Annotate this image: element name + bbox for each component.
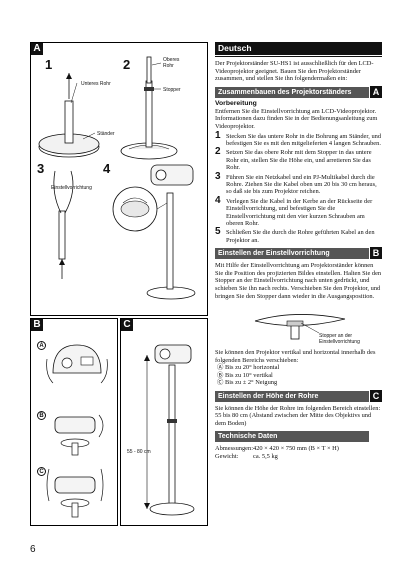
step-text: Stecken Sie das untere Rohr in die Bohru… (226, 132, 382, 147)
language-heading: Deutsch (215, 42, 382, 55)
label-upper-tube-line1: Oberes (163, 57, 180, 63)
label-upper-tube-line2: Rohr (163, 63, 174, 69)
label-lower-tube: Unteres Rohr (81, 81, 111, 87)
section-adjust-title: Einstellen der Einstellvorrichtung (218, 250, 330, 258)
preparation-text: Entfernen Sie die Einstellvorrichtung am… (215, 107, 378, 130)
list-item: 2 Setzen Sie das obere Rohr mit dem Stopp… (215, 146, 382, 172)
option-b-marker: B (37, 411, 46, 420)
specs-table: Abmessungen: 420 × 420 × 750 mm (B × T ×… (215, 445, 382, 460)
option-a-marker: A (37, 341, 46, 350)
adjust-range-intro: Sie können den Projektor vertikal und ho… (215, 349, 376, 364)
spec-key: Abmessungen: (215, 445, 253, 453)
heading-rule (215, 56, 382, 57)
section-height-heading: Einstellen der Höhe der Rohre C (215, 389, 382, 402)
step-number: 3 (215, 170, 221, 182)
figure-step-1: 1 (45, 57, 53, 72)
panel-a-tag: A (31, 43, 43, 55)
list-item: Ⓑ Bis zu 10° vertikal (217, 371, 273, 379)
text-column: Deutsch Der Projektorständer SU-HS1 ist … (215, 42, 382, 461)
step-text: Setzen Sie das obere Rohr mit dem Stoppe… (226, 149, 372, 172)
step-number: 5 (215, 226, 221, 238)
spec-value: 420 × 420 × 750 mm (B × T × H) (253, 445, 339, 453)
option-c-marker: C (37, 467, 46, 476)
illustration-column: A 1 2 3 4 Oberes Rohr Unteres Rohr Stopp… (30, 42, 208, 526)
adjust-paragraph: Mit Hilfe der Einstellvorrichtung am Pro… (215, 262, 382, 300)
figure-panel-b: B A B C (30, 318, 118, 526)
list-item: 1 Stecken Sie das untere Rohr in die Bohr… (215, 129, 382, 148)
page-number: 6 (30, 544, 36, 555)
figure-panel-a: A 1 2 3 4 Oberes Rohr Unteres Rohr Stopp… (30, 42, 208, 316)
label-stand: Ständer (97, 131, 115, 137)
step-number: 1 (215, 129, 221, 141)
assembly-drawing (38, 56, 196, 300)
assembly-steps: 1 Stecken Sie das untere Rohr in die Bohr… (215, 129, 382, 245)
step-text: Schließen Sie die durch die Rohre geführ… (226, 229, 375, 244)
height-drawing (144, 344, 195, 516)
step-number: 4 (215, 194, 221, 206)
list-item: 3 Führen Sie ein Netzkabel und ein PJ-Mul… (215, 170, 382, 196)
adjustment-drawing (46, 344, 108, 518)
stopper-figure: Stopper an der Einstellvorrichtung (215, 303, 382, 347)
section-adjust-tag: B (370, 247, 382, 260)
label-stopper-mount-line1: Stopper an der (319, 333, 353, 340)
section-specs-heading: Technische Daten (215, 431, 369, 443)
figure-panel-c: C 55 - 80 cm (120, 318, 208, 526)
list-item: 5 Schließen Sie die durch die Rohre gefüh… (215, 226, 382, 244)
panel-c-tag: C (121, 319, 133, 331)
section-specs-title: Technische Daten (218, 433, 278, 441)
step-number: 2 (215, 146, 221, 158)
figure-step-3: 3 (37, 161, 45, 176)
spec-value: ca. 5,5 kg (253, 453, 278, 460)
panel-b-tag: B (31, 319, 43, 331)
figure-step-2: 2 (123, 57, 131, 72)
section-assembly-heading: Zusammenbauen des Projektorständers A (215, 85, 382, 98)
section-height-tag: C (370, 389, 382, 402)
height-paragraph: Sie können die Höhe der Rohre im folgend… (215, 404, 381, 427)
figure-step-4: 4 (103, 161, 111, 176)
section-height-title: Einstellen der Höhe der Rohre (218, 392, 319, 400)
step-text: Führen Sie ein Netzkabel und ein PJ-Mult… (226, 173, 377, 196)
label-stopper: Stopper (163, 87, 181, 93)
adjust-range-list: Ⓐ Bis zu 20° horizontal Ⓑ Bis zu 10° ver… (215, 364, 382, 386)
list-item: Ⓐ Bis zu 20° horizontal (217, 364, 280, 372)
intro-paragraph: Der Projektorständer SU-HS1 ist ausschli… (215, 60, 374, 83)
table-row: Abmessungen: 420 × 420 × 750 mm (B × T ×… (215, 445, 382, 453)
label-mount: Einstellvorrichtung (51, 185, 92, 191)
stopper-drawing (254, 314, 346, 340)
list-item: Ⓒ Bis zu ± 2° Neigung (217, 379, 278, 387)
preparation-title: Vorbereitung (215, 99, 257, 107)
section-adjust-heading: Einstellen der Einstellvorrichtung B (215, 247, 382, 260)
section-assembly-tag: A (370, 85, 382, 98)
height-range-label: 55 - 80 cm (127, 449, 151, 455)
label-stopper-mount-line2: Einstellvorrichtung (319, 339, 360, 346)
step-text: Verlegen Sie die Kabel in der Kerbe an d… (226, 197, 373, 228)
section-assembly-title: Zusammenbauen des Projektorständers (218, 88, 352, 96)
list-item: 4 Verlegen Sie die Kabel in der Kerbe an … (215, 194, 382, 228)
spec-key: Gewicht: (215, 453, 239, 460)
table-row: Gewicht: ca. 5,5 kg (215, 453, 382, 461)
